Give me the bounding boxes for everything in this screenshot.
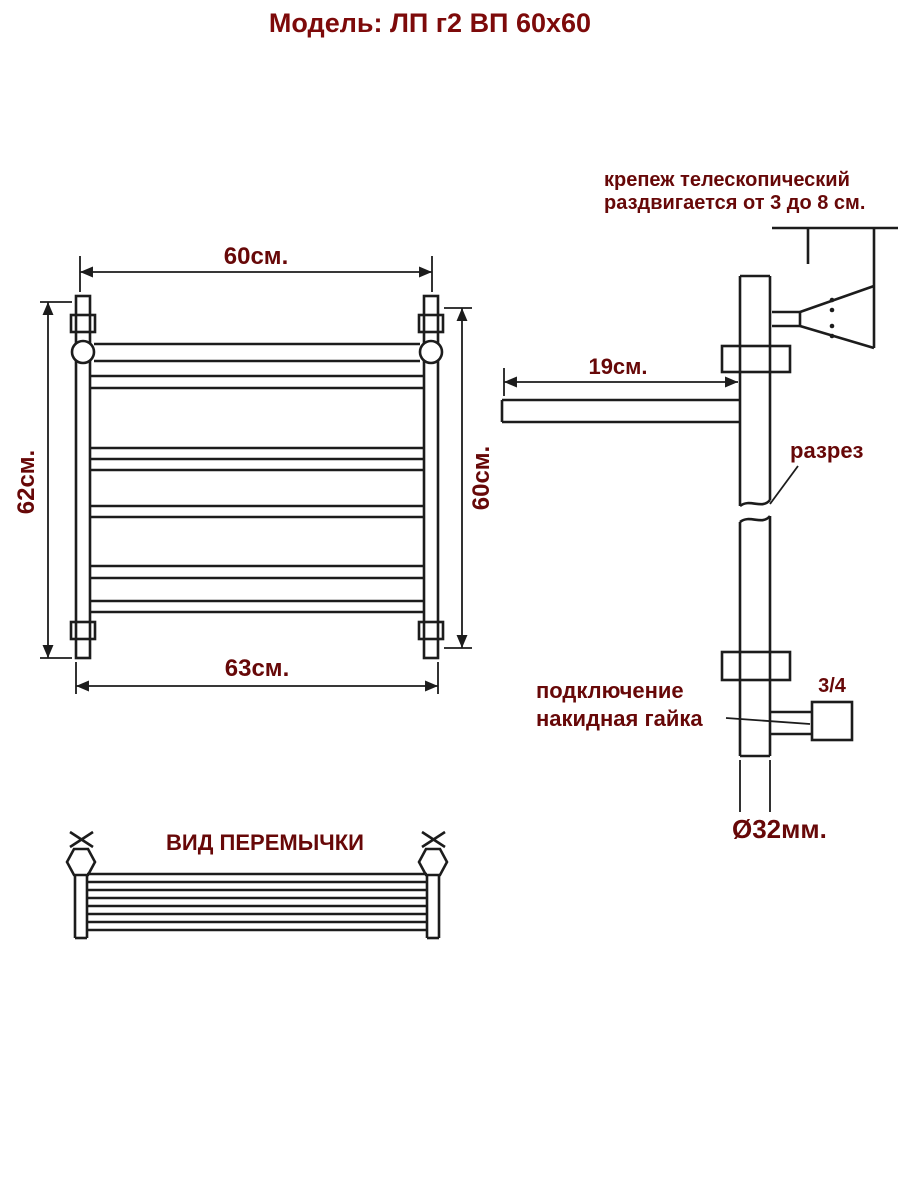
pipe-diameter-label: Ø32мм.: [732, 814, 827, 844]
front-dim-right: 60см.: [444, 307, 495, 649]
connection-label-line2: накидная гайка: [536, 706, 703, 731]
bracket-note-line1: крепеж телескопический: [604, 169, 850, 191]
section-label: разрез: [790, 438, 864, 463]
front-right-post: [417, 294, 445, 660]
page-title: Модель: ЛП г2 ВП 60х60: [269, 8, 591, 38]
thread-size-label: 3/4: [818, 675, 847, 697]
side-pipe: [720, 274, 792, 758]
crossbar-right-fitting: [417, 830, 449, 940]
side-dim-bar: 19см.: [503, 354, 738, 396]
side-bar: [500, 398, 740, 424]
connection-label-line1: подключение: [536, 678, 684, 703]
front-dim-left-label: 62см.: [13, 450, 40, 514]
side-dim-bar-label: 19см.: [588, 354, 647, 379]
front-view: 60см. 62см. 60см. 63см.: [13, 243, 495, 694]
front-dim-bottom-label: 63см.: [225, 655, 289, 682]
front-dim-bottom: 63см.: [75, 655, 439, 694]
front-top-shelf: [70, 339, 444, 365]
telescopic-bracket: [772, 226, 898, 350]
front-dim-top: 60см.: [79, 243, 433, 292]
front-dim-left: 62см.: [13, 301, 72, 659]
side-view: крепеж телескопический раздвигается от 3…: [500, 169, 898, 844]
crossbar-view-title: ВИД ПЕРЕМЫЧКИ: [166, 830, 364, 855]
crossbar-view: ВИД ПЕРЕМЫЧКИ: [65, 830, 449, 940]
connection-callout: подключение накидная гайка 3/4: [536, 675, 854, 742]
front-dim-right-label: 60см.: [468, 446, 495, 510]
front-rungs: [90, 374, 424, 614]
bracket-note-line2: раздвигается от 3 до 8 см.: [604, 192, 865, 214]
front-left-post: [69, 294, 97, 660]
crossbar-left-fitting: [65, 830, 97, 940]
pipe-diameter: Ø32мм.: [732, 760, 827, 844]
front-dim-top-label: 60см.: [224, 243, 288, 270]
crossbar-tubes: [87, 872, 427, 932]
section-callout: разрез: [769, 438, 864, 505]
